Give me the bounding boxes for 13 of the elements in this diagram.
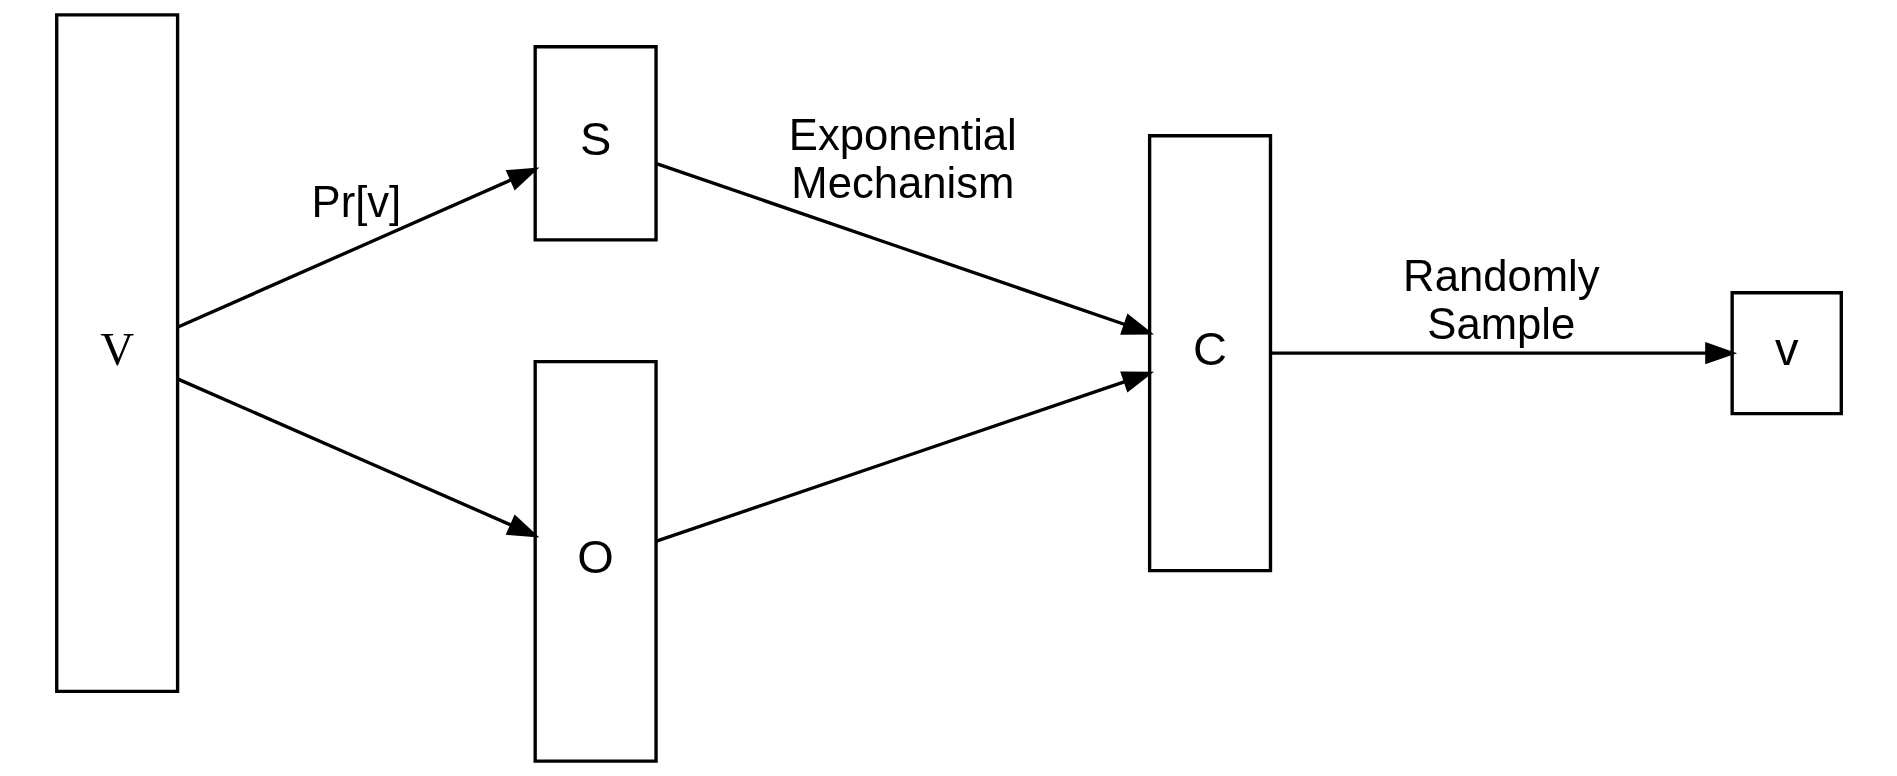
arrow xyxy=(655,162,1154,335)
node-box: S xyxy=(533,45,658,242)
node-box: O xyxy=(533,359,658,763)
node-box: C xyxy=(1147,134,1272,573)
edge-label: Pr[v] xyxy=(311,176,401,226)
node-box: v xyxy=(1730,291,1843,416)
edge-label: Exponential Mechanism xyxy=(788,109,1017,208)
arrow xyxy=(176,167,539,329)
arrow xyxy=(176,377,539,538)
arrow xyxy=(1270,342,1737,365)
arrow xyxy=(655,371,1154,543)
node-box: V xyxy=(54,13,179,694)
edge-label: Randomly Sample xyxy=(1402,250,1600,349)
